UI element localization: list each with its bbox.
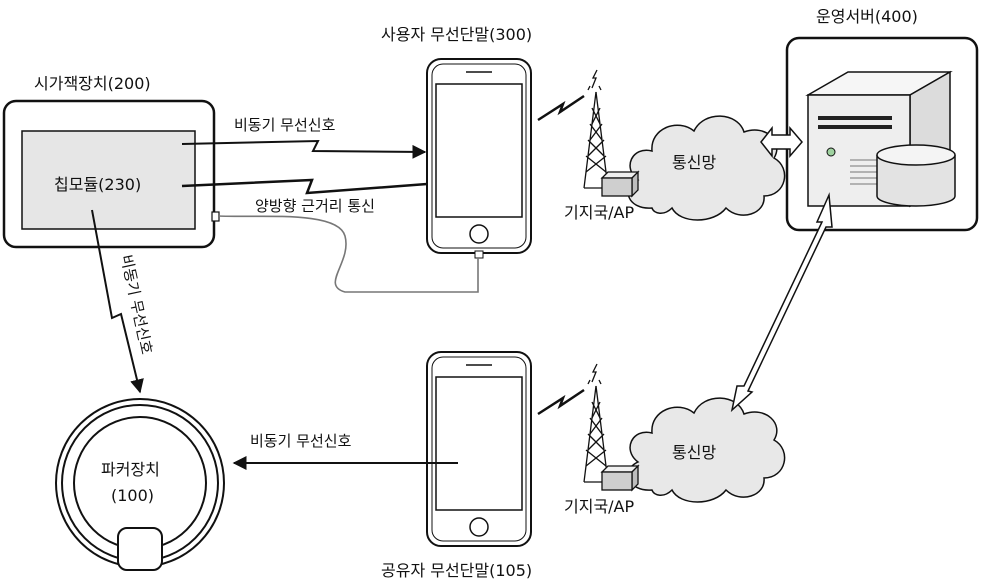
user-terminal-label: 사용자 무선단말(300) xyxy=(381,25,532,44)
parker-device xyxy=(56,399,224,570)
user-terminal-phone xyxy=(427,59,531,258)
base-station-top-label: 기지국/AP xyxy=(564,203,634,222)
lightning-icon-bottom xyxy=(538,390,584,414)
base-station-bottom-label: 기지국/AP xyxy=(564,497,634,516)
share-terminal-label: 공유자 무선단말(105) xyxy=(381,561,532,580)
bidirectional-label: 양방향 근거리 통신 xyxy=(255,197,375,215)
parker-number-label: (100) xyxy=(111,486,154,505)
database-cylinder-icon xyxy=(877,145,955,206)
parker-name-label: 파커장치 xyxy=(101,460,160,479)
antenna-tower-icon-top xyxy=(584,70,608,188)
server-label: 운영서버(400) xyxy=(816,7,918,26)
async-signal-top-label: 비동기 무선신호 xyxy=(234,116,336,134)
network-bottom-label: 통신망 xyxy=(672,443,716,462)
async-signal-vertical-label: 비동기 무선신호 xyxy=(117,253,156,356)
async-signal-arrow-top xyxy=(182,141,425,152)
async-signal-bottom-label: 비동기 무선신호 xyxy=(250,432,352,450)
network-top-label: 통신망 xyxy=(672,153,716,172)
antenna-tower-icon-bottom xyxy=(584,364,608,482)
lightning-icon-top xyxy=(538,96,584,120)
cigar-jack-device xyxy=(4,101,219,247)
bidirectional-link-line xyxy=(182,180,427,193)
chip-module-label: 칩모듈(230) xyxy=(54,175,141,194)
access-point-box-top xyxy=(602,172,638,196)
cigar-jack-label: 시가잭장치(200) xyxy=(34,74,151,93)
share-terminal-phone xyxy=(427,352,531,546)
access-point-box-bottom xyxy=(602,466,638,490)
